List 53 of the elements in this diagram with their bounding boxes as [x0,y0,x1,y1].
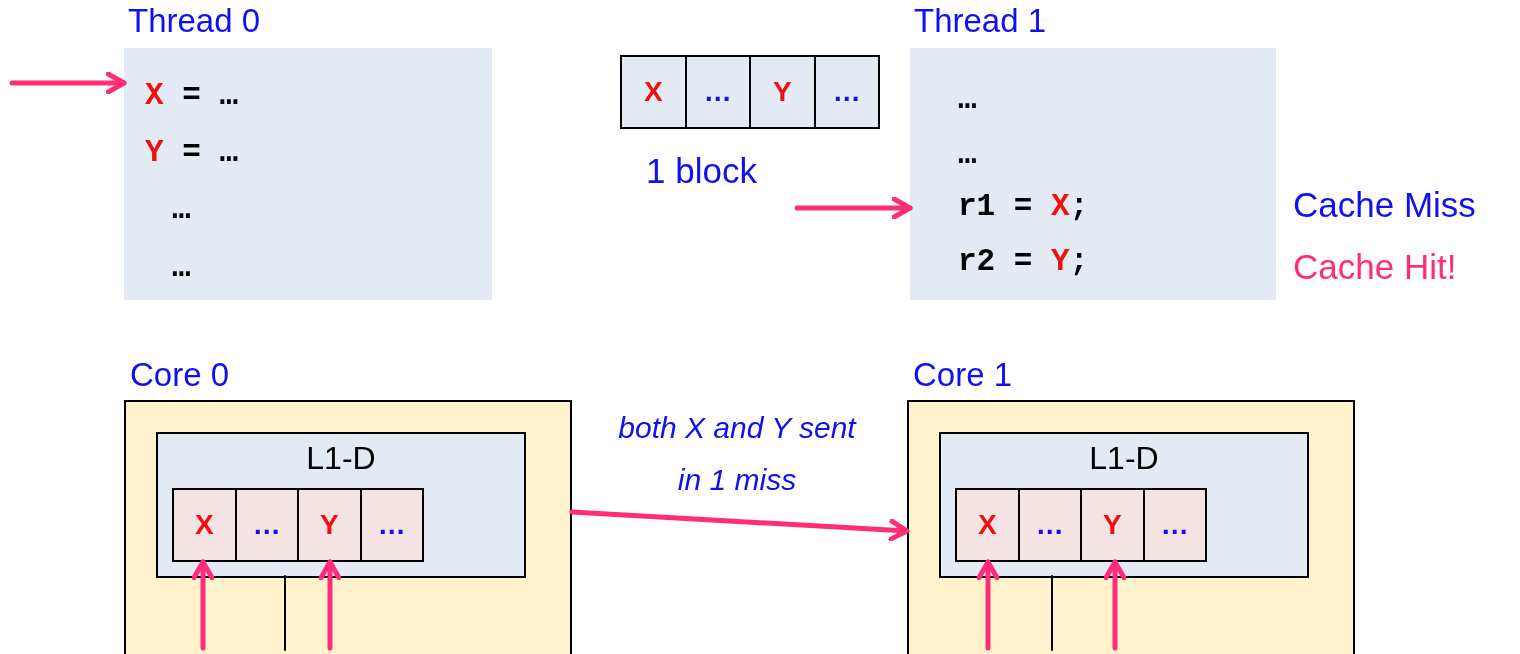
cache-box [156,432,526,578]
block-cell [620,55,687,129]
side-note: Cache Hit! [1293,247,1457,287]
code-line: … [172,191,191,229]
code-line: … [958,136,977,174]
code-line: r1 = X; [958,188,1089,226]
cache-line-cell [172,488,237,562]
side-note: 1 block [646,151,757,191]
cache-line-cell [1142,488,1207,562]
arrow [569,509,910,542]
line [1051,575,1053,651]
cache-line-cell [955,488,1020,562]
cache-line-cell [359,488,424,562]
cell-text: … [1035,509,1064,541]
code-line: … [172,249,191,287]
code-line: Y = … [145,134,239,172]
cell-text: … [377,509,406,541]
cache-box [939,432,1309,578]
cell-text: … [252,509,281,541]
cell-text: … [1160,509,1189,541]
cell-text: X [194,509,214,541]
arrow [1103,559,1127,651]
block-cell [684,55,751,129]
cache-label: L1-D [1088,440,1160,477]
arrow [318,559,342,651]
cell-text: Y [772,76,792,108]
cell-text: X [977,509,997,541]
cache-label: L1-D [305,440,377,477]
arrow [191,559,215,651]
code-line: … [958,81,977,119]
block-cell [749,55,816,129]
arrow [9,71,127,95]
cell-text: … [703,76,732,108]
heading: Thread 1 [914,2,1047,40]
cache-line-cell [297,488,362,562]
code-line: X = … [145,77,239,115]
cache-line-cell [1017,488,1082,562]
cell-text: Y [1102,509,1122,541]
edge-label: both X and Y sent in 1 miss [617,410,858,498]
heading: Thread 0 [128,2,261,40]
line [284,575,286,651]
cache-line-cell [234,488,299,562]
arrow [976,559,1000,651]
heading: Core 1 [913,356,1013,394]
cell-text: X [643,76,663,108]
cell-text: … [832,76,861,108]
cache-line-cell [1080,488,1145,562]
code-line: r2 = Y; [958,243,1089,281]
cell-text: Y [319,509,339,541]
block-cell [813,55,880,129]
side-note: Cache Miss [1293,185,1476,225]
heading: Core 0 [130,356,230,394]
arrow [794,196,913,220]
